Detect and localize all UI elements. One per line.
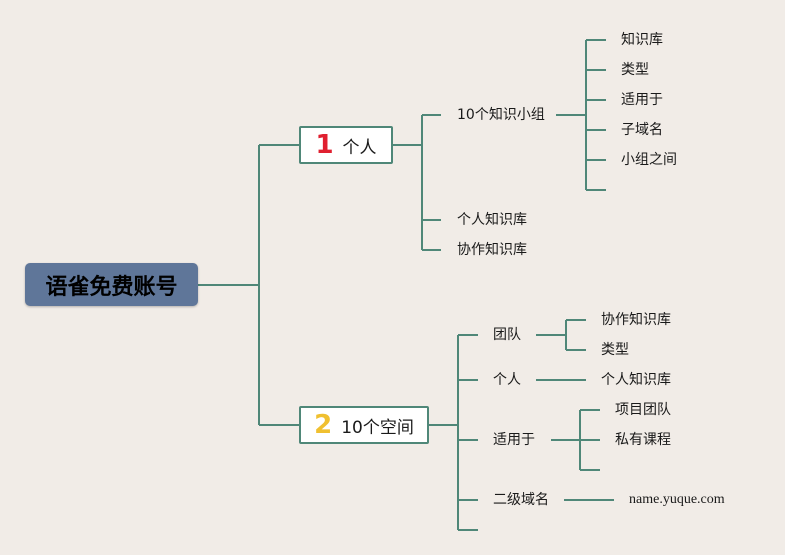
node-group-item[interactable]: 子域名 [621, 122, 663, 138]
node-applies-item[interactable]: 私有课程 [615, 432, 671, 448]
node-personal[interactable]: 个人 [493, 372, 521, 388]
branch-personal-node[interactable]: 1 个人 [299, 126, 393, 164]
number-badge-2: 2 [314, 410, 333, 440]
node-knowledge-groups[interactable]: 10个知识小组 [457, 107, 545, 123]
node-group-item[interactable]: 知识库 [621, 32, 663, 48]
node-team[interactable]: 团队 [493, 327, 521, 343]
node-personal-kb-2[interactable]: 个人知识库 [601, 372, 671, 388]
number-badge-1: 1 [315, 130, 334, 160]
node-subdomain[interactable]: 二级域名 [493, 492, 549, 508]
node-group-item[interactable]: 适用于 [621, 92, 663, 108]
node-collab-kb[interactable]: 协作知识库 [457, 242, 527, 258]
root-node[interactable]: 语雀免费账号 [25, 263, 198, 306]
node-applies[interactable]: 适用于 [493, 432, 535, 448]
node-group-item[interactable]: 小组之间 [621, 152, 677, 168]
branch-space-title: 10个空间 [341, 417, 414, 438]
node-domain-example[interactable]: name.yuque.com [629, 492, 725, 507]
node-group-item[interactable]: 类型 [621, 62, 649, 78]
branch-space-node[interactable]: 2 10个空间 [299, 406, 429, 444]
branch-personal-title: 个人 [342, 137, 377, 158]
node-team-item[interactable]: 协作知识库 [601, 312, 671, 328]
node-team-item[interactable]: 类型 [601, 342, 629, 358]
node-applies-item[interactable]: 项目团队 [615, 402, 671, 418]
node-personal-kb[interactable]: 个人知识库 [457, 212, 527, 228]
